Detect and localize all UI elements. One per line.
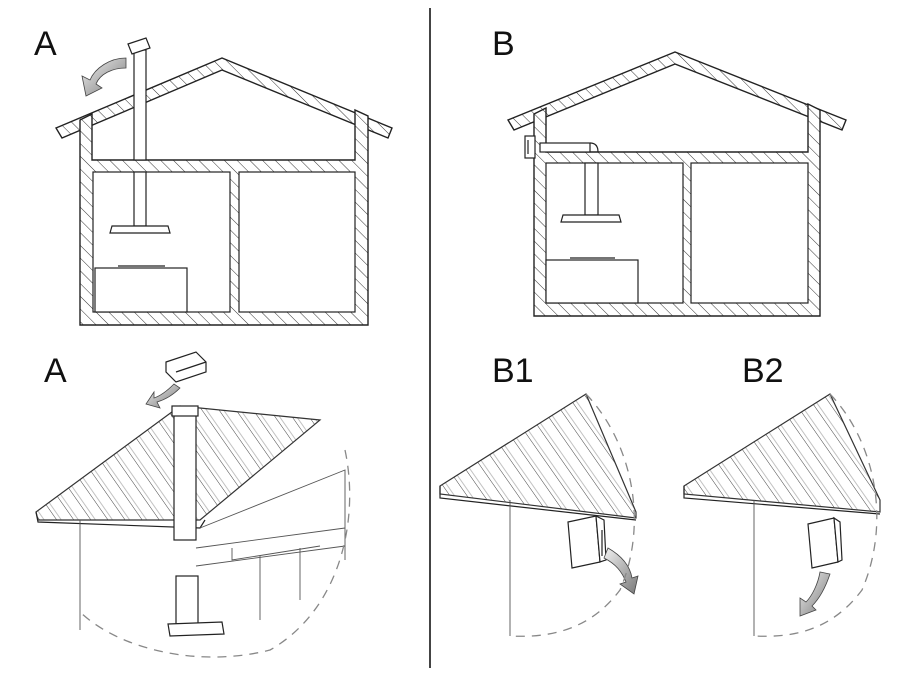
panel-a-section-view: A [34, 25, 393, 326]
room-right-b [690, 162, 809, 304]
roof-perspective-b1 [439, 393, 637, 519]
roof-perspective-b2 [683, 393, 881, 513]
roof-b [506, 51, 847, 131]
label-a-top: A [34, 25, 57, 63]
exhaust-arrow-b1 [603, 547, 639, 595]
hood-chimney-a [133, 171, 147, 227]
cooker-hood-b [560, 214, 622, 223]
label-b-top: B [492, 25, 515, 63]
roof-a [54, 57, 393, 139]
label-a-bottom: A [44, 352, 67, 390]
cutaway-edge-a [79, 449, 351, 658]
roof-cap-unit [165, 351, 207, 383]
cooker-hood-a [109, 225, 171, 234]
cap-arrow [145, 383, 181, 409]
panel-b2-wall-unit: B2 [683, 352, 881, 637]
panel-a-roof-perspective: A [35, 351, 351, 658]
hood-chimney-b [584, 162, 599, 216]
roof-cowl-a [127, 37, 151, 55]
wall-grille-b [524, 135, 536, 159]
hood-perspective [175, 575, 199, 625]
exhaust-arrow-b2 [799, 571, 831, 617]
wall-fan-unit-b2 [807, 517, 839, 569]
exhaust-arrow-a [81, 57, 127, 97]
panel-b-section-view: B [492, 25, 847, 317]
room-right-a [238, 171, 356, 313]
kitchen-counter-a [94, 267, 188, 313]
cutaway-edge-b1 [509, 393, 635, 637]
label-b1: B1 [492, 352, 534, 390]
panel-b1-wall-unit: B1 [439, 352, 639, 637]
kitchen-counter-b [545, 259, 639, 304]
wall-fan-unit-b1 [567, 515, 601, 569]
attic-duct-b [539, 142, 591, 153]
duct-pipe-a [133, 49, 147, 161]
cutaway-edge-b2 [753, 393, 878, 637]
chimney-perspective [173, 409, 197, 541]
label-b2: B2 [742, 352, 784, 390]
